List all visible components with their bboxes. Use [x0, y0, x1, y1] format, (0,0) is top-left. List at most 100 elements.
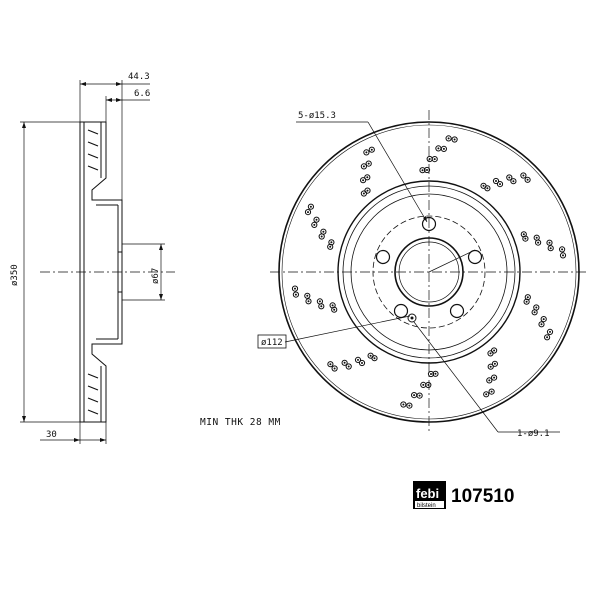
drilled-hole-center: [495, 180, 497, 182]
disc-outer-edge: [278, 121, 580, 423]
drilled-hole-center: [313, 223, 316, 226]
drilled-hole-center: [369, 354, 372, 357]
drilled-hole: [483, 391, 490, 398]
drilled-hole-center: [333, 367, 336, 370]
part-number: 107510: [451, 486, 514, 507]
drilled-hole-center: [493, 362, 496, 365]
drilled-hole-center: [561, 248, 564, 251]
drilled-hole-center: [309, 205, 312, 208]
drilled-hole: [368, 146, 375, 153]
drilled-hole-center: [362, 179, 365, 182]
drilled-hole-center: [365, 151, 368, 154]
drilled-hole: [431, 156, 438, 163]
drilled-hole: [524, 176, 531, 183]
drilled-hole-center: [493, 349, 496, 352]
drilled-hole-center: [322, 230, 325, 233]
febi-logo: febi bilstein: [413, 481, 446, 509]
drilled-hole-center: [422, 383, 425, 386]
drilled-hole-center: [508, 176, 511, 179]
drilled-hole: [411, 392, 418, 399]
drilled-hole: [491, 360, 498, 367]
drilled-hole-center: [535, 306, 538, 309]
drilled-hole: [364, 187, 371, 194]
dim-hub-offset: 30: [46, 430, 57, 440]
drilled-hole-center: [421, 169, 424, 172]
drilled-hole: [427, 370, 435, 378]
drilled-hole-center: [437, 147, 440, 150]
drilled-hole-center: [522, 174, 525, 177]
drilled-hole: [327, 361, 334, 368]
drilled-hole-center: [366, 176, 369, 179]
drilled-hole-center: [307, 300, 310, 303]
bolt-hole: [467, 249, 483, 265]
drilled-hole-center: [562, 254, 564, 257]
drilled-hole-center: [362, 165, 365, 168]
hat-ring-outer: [337, 180, 521, 364]
drilled-hole-center: [542, 318, 545, 321]
logo-top-text: febi: [416, 486, 439, 501]
drilled-hole: [365, 160, 372, 167]
drilled-hole-center: [306, 294, 309, 297]
drilled-hole-center: [427, 384, 430, 386]
drilled-hole-center: [430, 373, 432, 375]
bolt-hole: [375, 249, 391, 265]
drilled-hole: [304, 292, 311, 299]
drilled-hole: [506, 174, 513, 181]
drilled-hole-center: [418, 394, 421, 397]
dim-hat-thickness: 6.6: [134, 89, 150, 99]
front-view: [257, 110, 588, 433]
drilled-hole-center: [320, 305, 323, 308]
drilled-hole-center: [490, 390, 493, 393]
drilled-hole-center: [433, 158, 436, 161]
drilled-hole: [559, 246, 566, 253]
drilled-hole-center: [526, 178, 529, 181]
drilled-hole: [440, 145, 447, 152]
drilled-hole: [488, 388, 495, 395]
drilled-hole-center: [442, 147, 445, 150]
dim-bolt-circle: ø112: [261, 338, 283, 348]
drilled-hole: [358, 359, 366, 367]
drilled-hole-center: [347, 365, 350, 368]
drilled-hole: [487, 363, 494, 370]
drilled-hole-center: [535, 236, 538, 239]
drilled-hole: [546, 239, 553, 246]
drilled-hole-center: [540, 323, 543, 326]
drilled-hole-center: [362, 192, 365, 195]
side-view: [20, 80, 175, 444]
drilled-hole-center: [485, 393, 488, 396]
drilled-hole: [345, 363, 352, 370]
drilled-hole: [341, 359, 348, 366]
drilled-hole: [363, 149, 370, 156]
drilled-hole: [538, 321, 545, 328]
drilled-hole-center: [331, 304, 334, 307]
drilled-hole-center: [428, 158, 431, 160]
drilled-hole-center: [537, 241, 540, 244]
drilled-hole-center: [373, 357, 376, 360]
drilled-hole-center: [488, 379, 491, 382]
drilled-hole: [487, 350, 494, 357]
drilled-hole: [400, 401, 407, 408]
drilled-hole: [445, 135, 452, 142]
drilled-hole: [292, 291, 299, 298]
drilled-hole: [559, 252, 567, 259]
drilled-hole: [419, 167, 426, 174]
drilled-hole-center: [489, 352, 492, 355]
drilled-hole: [544, 334, 551, 341]
drilled-hole: [520, 172, 527, 179]
drilled-hole-center: [546, 336, 549, 339]
drilled-hole-center: [549, 330, 551, 333]
drilled-hole: [313, 216, 320, 223]
drilled-hole: [531, 309, 538, 316]
drilled-hole-center: [330, 241, 333, 244]
drilled-hole-center: [315, 218, 318, 221]
drilled-hole-center: [526, 296, 529, 299]
drilled-hole-center: [367, 162, 370, 165]
drilled-hole: [491, 374, 498, 381]
drilled-hole: [522, 235, 529, 242]
bolt-holes: [375, 216, 483, 323]
drilled-hole: [486, 377, 493, 384]
logo-bottom-text: bilstein: [417, 503, 436, 509]
locating-hole: [407, 313, 417, 323]
min-thickness-note: MIN THK 28 MM: [200, 417, 281, 428]
